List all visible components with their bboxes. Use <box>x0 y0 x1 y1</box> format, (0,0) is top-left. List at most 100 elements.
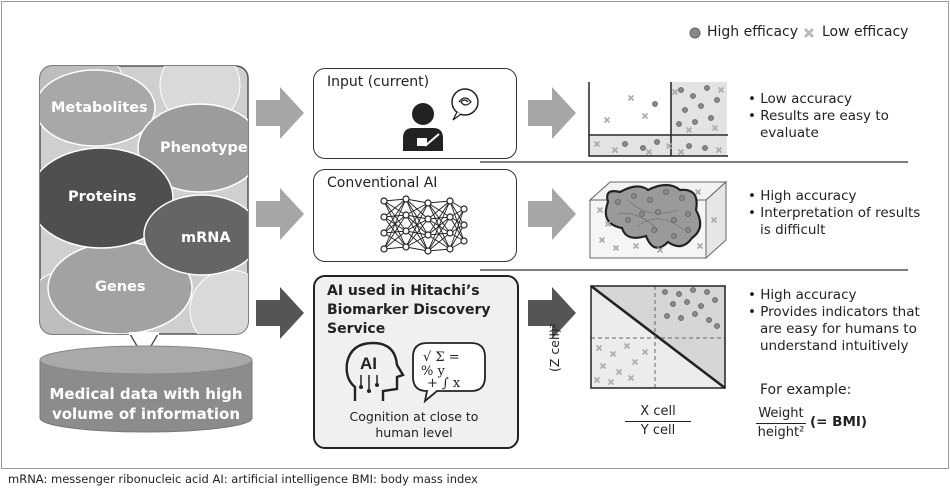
low-efficacy-point <box>696 242 704 250</box>
high-efficacy-point <box>682 107 688 113</box>
low-efficacy-point <box>671 88 679 96</box>
low-efficacy-point <box>627 374 635 382</box>
arrow-6 <box>528 287 576 339</box>
person-thinking-icon <box>403 88 479 151</box>
high-efficacy-point <box>671 233 677 239</box>
low-efficacy-point <box>611 146 619 154</box>
bullet-item: • Low accuracy <box>748 91 853 107</box>
low-efficacy-point <box>631 358 639 366</box>
high-efficacy-point <box>640 145 646 151</box>
high-efficacy-point <box>647 197 653 203</box>
high-efficacy-point <box>714 97 720 103</box>
bullets-conventional: • High accuracy • Interpretation of resu… <box>748 188 933 239</box>
high-efficacy-point <box>686 143 692 149</box>
high-efficacy-point <box>622 141 628 147</box>
bullets-hitachi: • High accuracy • Provides indicators th… <box>748 287 938 355</box>
high-efficacy-point <box>654 139 660 145</box>
low-efficacy-point <box>641 348 649 356</box>
footer-note: mRNA: messenger ribonucleic acid AI: art… <box>8 472 478 486</box>
high-efficacy-point <box>684 299 690 305</box>
low-efficacy-point <box>715 146 723 154</box>
low-efficacy-point <box>717 86 725 94</box>
high-efficacy-point <box>639 211 645 217</box>
high-efficacy-point <box>704 289 710 295</box>
neural-network-icon <box>380 195 468 255</box>
low-efficacy-point <box>665 142 673 150</box>
high-efficacy-point <box>698 103 704 109</box>
low-efficacy-point <box>677 148 685 156</box>
high-efficacy-point <box>651 227 657 233</box>
high-efficacy-point <box>692 311 698 317</box>
low-efficacy-point <box>598 236 606 244</box>
arrow-2 <box>256 188 304 240</box>
low-efficacy-point <box>656 246 664 254</box>
high-efficacy-point <box>671 217 677 223</box>
low-efficacy-point <box>609 350 617 358</box>
high-efficacy-point <box>698 303 704 309</box>
high-efficacy-point <box>685 227 691 233</box>
low-efficacy-point <box>599 362 607 370</box>
cylinder-label: Medical data with high volume of informa… <box>49 385 243 423</box>
high-efficacy-point <box>662 289 668 295</box>
high-efficacy-point <box>692 119 698 125</box>
bullet-item: • Results are easy to evaluate <box>748 108 889 141</box>
low-efficacy-point <box>645 148 653 156</box>
high-efficacy-point <box>714 323 720 329</box>
svg-text:AI: AI <box>360 354 377 373</box>
bmi-equals: (= BMI) <box>810 414 868 430</box>
svg-text:+ ∫ x: + ∫ x <box>427 376 461 391</box>
high-efficacy-point <box>664 313 670 319</box>
high-efficacy-point <box>704 85 710 91</box>
high-efficacy-point <box>676 121 682 127</box>
plot-conventional-ai <box>588 180 728 260</box>
right-arrows <box>528 87 576 339</box>
high-efficacy-point <box>678 87 684 93</box>
bullet-item: • High accuracy <box>748 287 857 303</box>
low-efficacy-point <box>604 220 612 228</box>
low-efficacy-point <box>596 206 604 214</box>
low-efficacy-point <box>641 112 649 120</box>
high-efficacy-point <box>690 93 696 99</box>
high-efficacy-point <box>615 199 621 205</box>
bmi-fraction: Weight height² <box>756 406 806 440</box>
label-proteins: Proteins <box>68 189 137 205</box>
high-efficacy-point <box>663 189 669 195</box>
bullet-item: • High accuracy <box>748 188 857 204</box>
low-efficacy-point <box>593 140 601 148</box>
medical-data-graphic <box>39 65 253 433</box>
plot-input-scatter <box>588 82 728 157</box>
low-efficacy-point <box>593 376 601 384</box>
arrow-5 <box>528 188 576 240</box>
label-phenotype: Phenotype <box>160 140 248 156</box>
y-axis-label: (Z cell)² <box>547 323 562 372</box>
svg-text:% y: % y <box>421 364 445 379</box>
high-efficacy-point <box>655 209 661 215</box>
arrow-1 <box>256 87 304 139</box>
high-efficacy-point <box>670 301 676 307</box>
high-efficacy-point <box>631 193 637 199</box>
hitachi-ai-title: AI used in Hitachi’s Biomarker Discovery… <box>327 283 491 337</box>
legend-high-efficacy: High efficacy <box>707 24 799 40</box>
low-efficacy-point <box>632 242 640 250</box>
high-efficacy-point <box>706 317 712 323</box>
low-efficacy-point <box>627 94 635 102</box>
low-efficacy-point <box>685 126 693 134</box>
legend-low-efficacy: Low efficacy <box>822 24 909 40</box>
high-efficacy-point <box>652 101 658 107</box>
label-mrna: mRNA <box>181 230 231 246</box>
low-efficacy-point <box>612 244 620 252</box>
arrow-4 <box>528 87 576 139</box>
row-separators <box>480 161 908 271</box>
example-label: For example: <box>760 382 852 398</box>
label-genes: Genes <box>95 279 146 295</box>
input-title: Input (current) <box>327 74 430 90</box>
bullet-item: • Interpretation of results is difficult <box>748 205 921 238</box>
low-efficacy-marker <box>803 27 815 39</box>
high-efficacy-point <box>708 115 714 121</box>
low-efficacy-point <box>623 342 631 350</box>
bullets-input: • Low accuracy • Results are easy to eva… <box>748 91 933 142</box>
high-efficacy-point <box>712 297 718 303</box>
low-efficacy-point <box>710 216 718 224</box>
low-efficacy-point <box>607 378 615 386</box>
